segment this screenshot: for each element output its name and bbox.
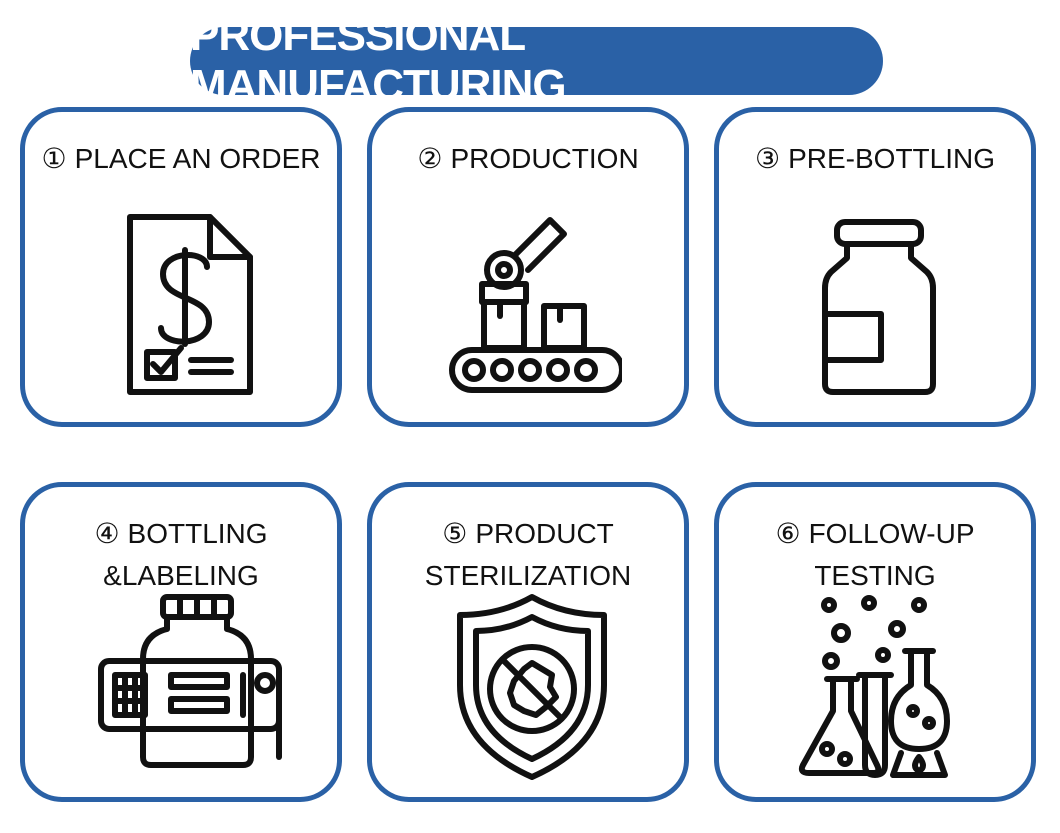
conveyor-robot-arm-icon (449, 217, 622, 393)
step-title: PRE-BOTTLING (788, 143, 996, 174)
step-number: ① (41, 143, 67, 174)
antibacterial-shield-icon (457, 594, 607, 780)
step-title: PLACE AN ORDER (74, 143, 321, 174)
bottle-icon (822, 219, 936, 395)
labeling-machine-icon (98, 594, 282, 768)
step-title-line-2: &LABELING (103, 560, 259, 591)
step-title-line-1: BOTTLING (127, 518, 268, 549)
title-banner: PROFESSIONAL MANUFACTURING (190, 11, 883, 110)
step-number: ② (417, 143, 443, 174)
invoice-dollar-icon (127, 214, 253, 395)
page-title: PROFESSIONAL MANUFACTURING (190, 11, 567, 110)
step-title-line-2: STERILIZATION (424, 560, 632, 591)
lab-flasks-icon (798, 595, 950, 778)
step-number: ⑥ (775, 518, 801, 549)
step-number: ⑤ (442, 518, 468, 549)
step-title-line-1: FOLLOW-UP (808, 518, 975, 549)
step-number: ③ (754, 143, 781, 174)
step-title-line-2: TESTING (814, 560, 936, 591)
step-number: ④ (94, 518, 120, 549)
step-title: PRODUCTION (450, 143, 639, 174)
step-title-line-1: PRODUCT (475, 518, 614, 549)
